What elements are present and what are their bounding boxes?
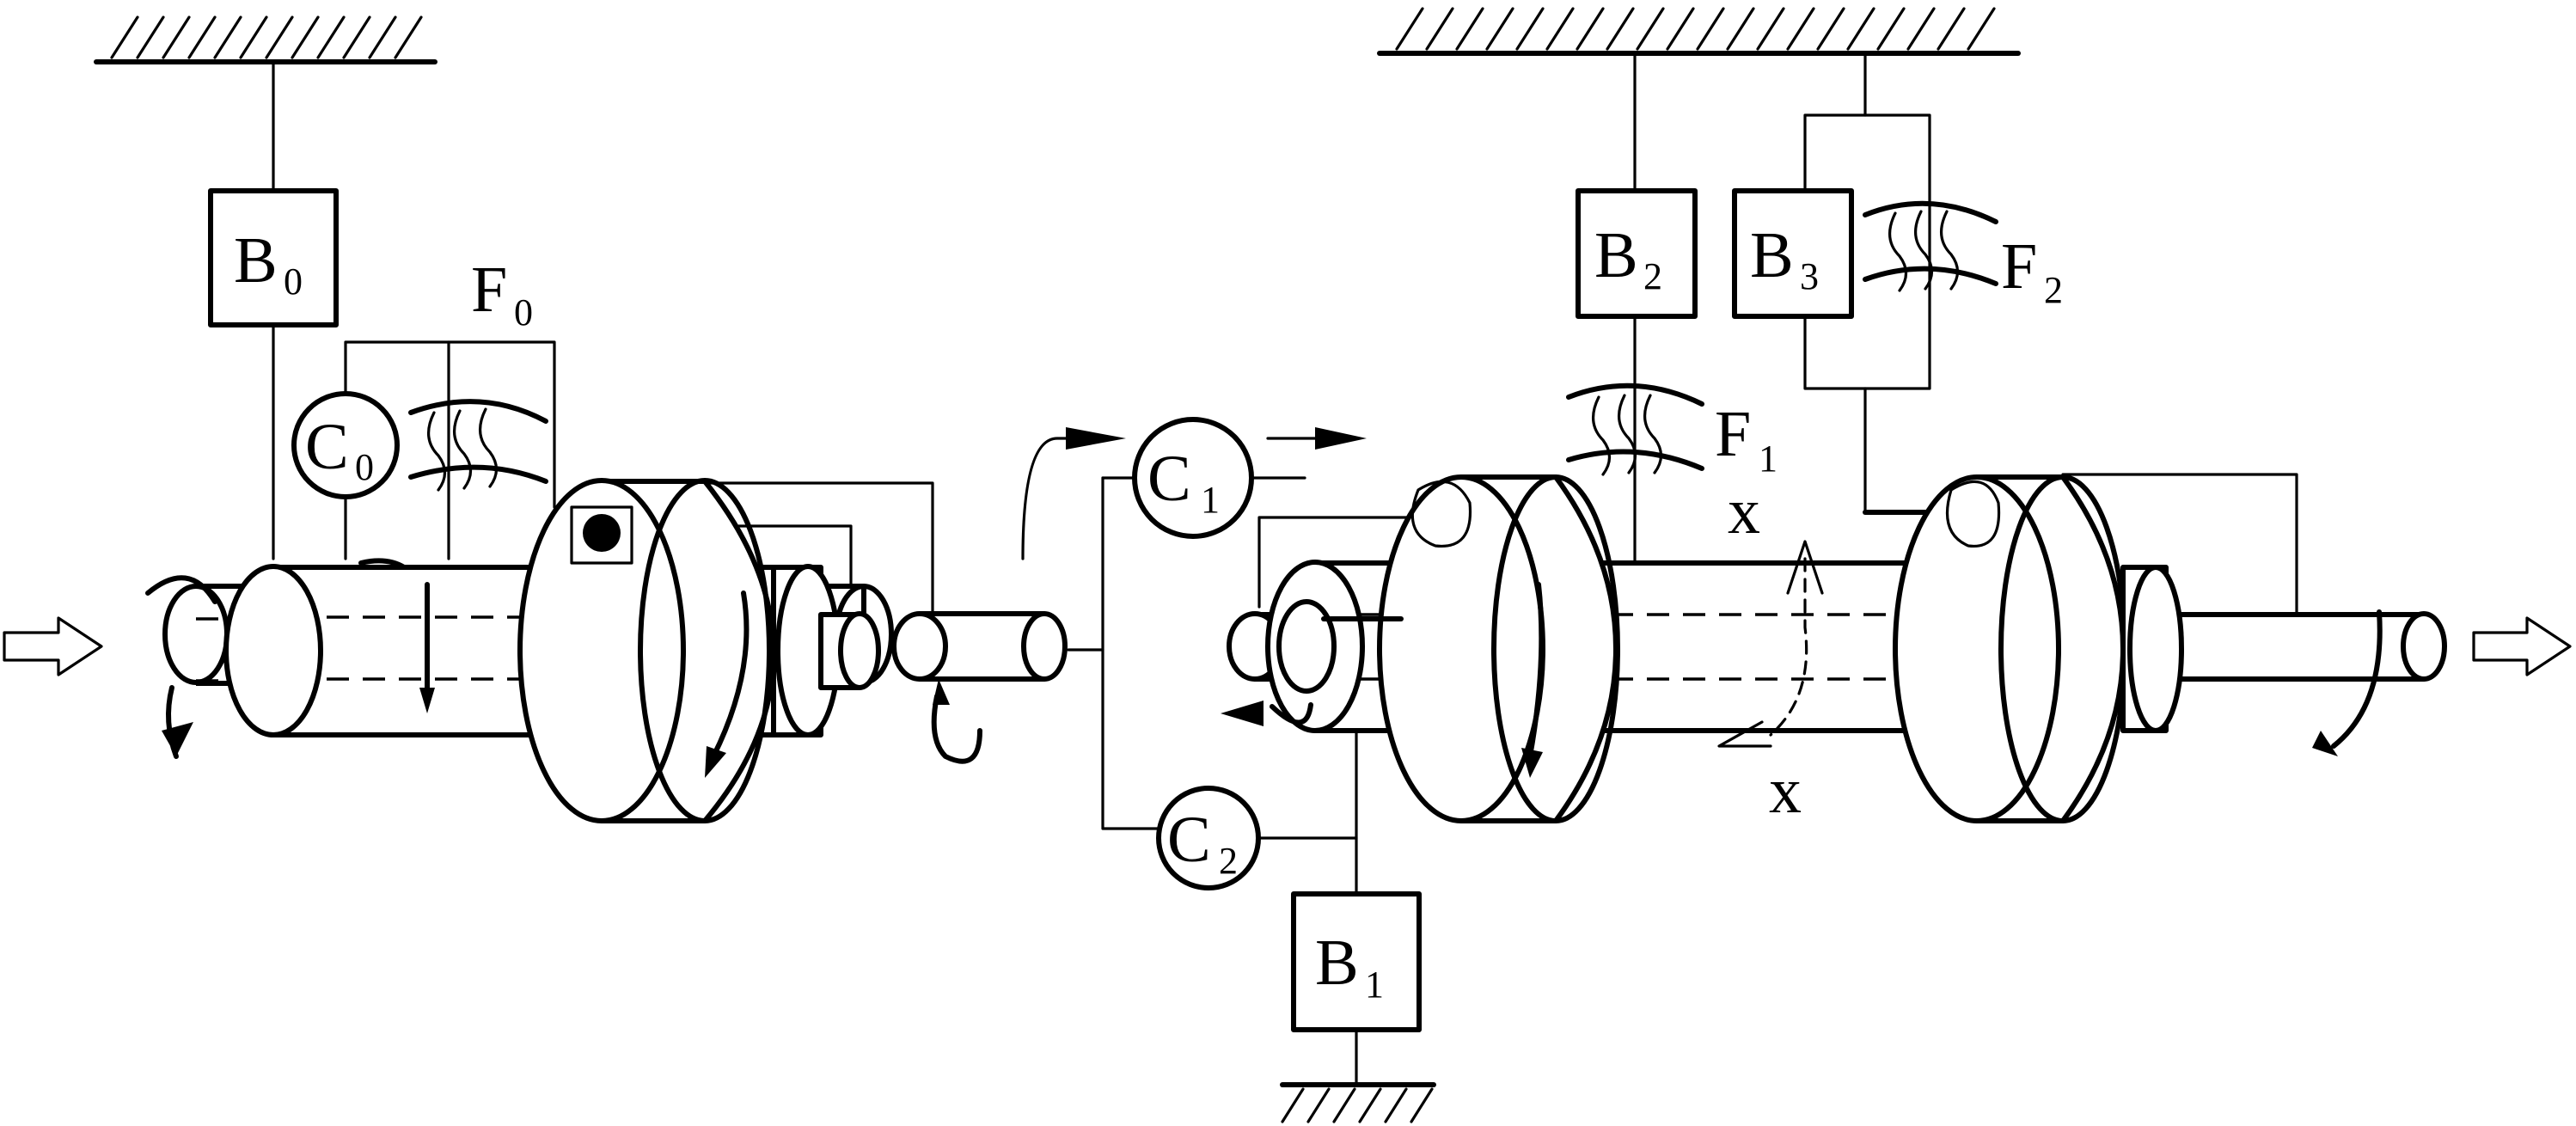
label-x-top: x — [1728, 475, 1760, 548]
svg-text:1: 1 — [1365, 964, 1384, 1006]
svg-text:2: 2 — [2044, 269, 2063, 311]
input-rotation-arrow — [145, 575, 217, 759]
label-F0: F 0 — [471, 254, 533, 334]
svg-text:F: F — [1715, 398, 1751, 470]
brake-B1-label: B — [1315, 927, 1359, 999]
svg-text:2: 2 — [1643, 255, 1662, 297]
ground-top-right — [1377, 7, 2021, 56]
left-hub — [771, 564, 881, 737]
brake-B0-label: B — [234, 224, 278, 297]
ground-top-left — [94, 15, 437, 64]
one-way-clutch-F2-icon — [1863, 200, 1998, 292]
svg-text:3: 3 — [1800, 255, 1819, 297]
clutch-C2-label: C — [1167, 804, 1211, 876]
brake-B3-label: B — [1750, 219, 1794, 291]
brake-B0: B 0 — [208, 188, 339, 327]
brake-B2: B 2 — [1576, 188, 1698, 319]
svg-text:0: 0 — [355, 446, 374, 488]
clutch-C0: C 0 — [291, 391, 400, 499]
svg-text:1: 1 — [1759, 438, 1778, 480]
label-x-bottom: x — [1769, 755, 1802, 827]
shift-direction-arrow — [1717, 540, 1824, 748]
clutch-C0-label: C — [305, 411, 349, 483]
brake-B1: B 1 — [1291, 891, 1422, 1032]
svg-text:F: F — [471, 254, 507, 326]
clutch-C1-label: C — [1147, 443, 1191, 515]
right-planetary-gear-1 — [1221, 474, 1620, 823]
svg-text:0: 0 — [284, 260, 303, 303]
input-arrow-icon — [3, 616, 103, 676]
one-way-clutch-F1-icon — [1566, 382, 1704, 476]
left-planetary-gear — [517, 478, 776, 823]
ground-bottom — [1280, 1082, 1436, 1123]
svg-text:1: 1 — [1201, 479, 1220, 521]
svg-text:F: F — [2001, 230, 2037, 303]
intermediate-shaft — [891, 427, 1126, 764]
label-F2: F 2 — [2001, 230, 2063, 311]
brake-B2-label: B — [1594, 219, 1638, 291]
clutch-C1: C 1 — [1132, 417, 1254, 539]
right-planetary-gear-2 — [1893, 474, 2383, 823]
svg-text:0: 0 — [514, 291, 533, 334]
one-way-clutch-F0-icon — [408, 399, 548, 492]
brake-B3: B 3 — [1732, 188, 1854, 319]
svg-text:2: 2 — [1219, 840, 1238, 882]
clutch-C2: C 2 — [1156, 786, 1261, 890]
c1-direction-arrow — [1266, 427, 1367, 450]
output-arrow-icon — [2472, 616, 2572, 676]
label-F1: F 1 — [1715, 398, 1778, 480]
